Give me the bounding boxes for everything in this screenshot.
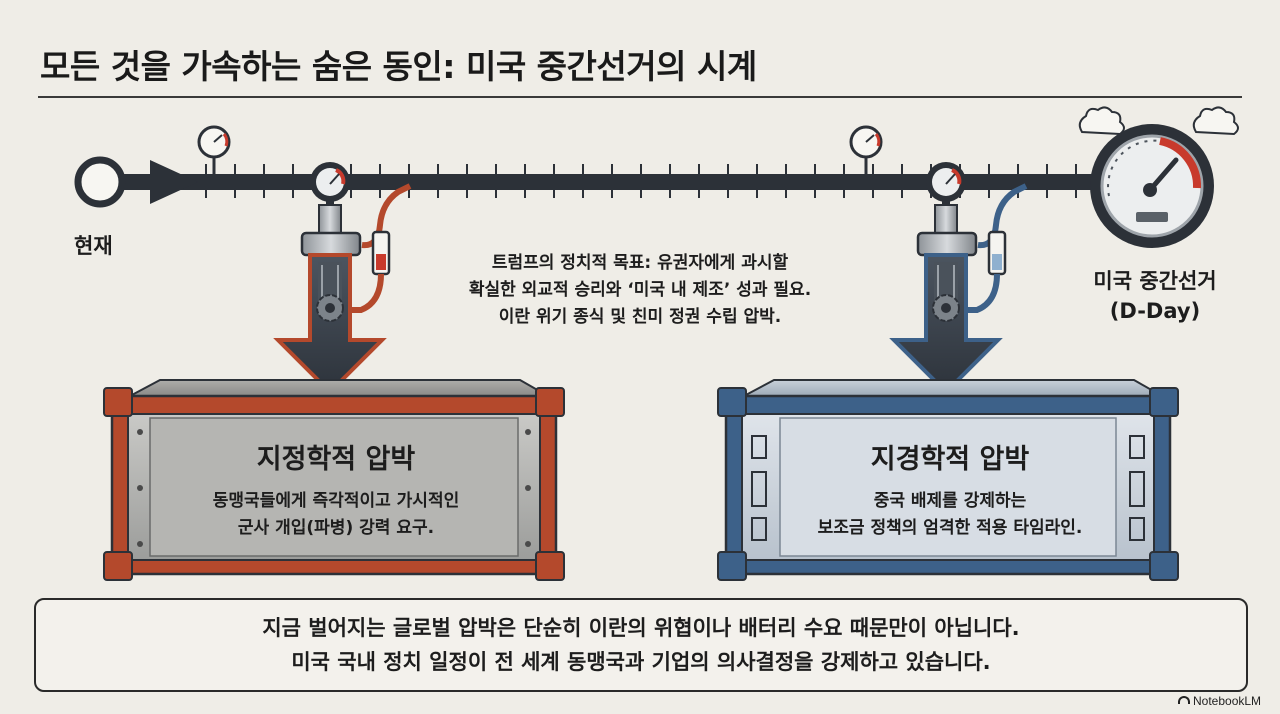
center-note-line1: 트럼프의 정치적 목표: 유권자에게 과시할 <box>491 253 789 273</box>
title-divider <box>38 96 1242 98</box>
timeline-ticks <box>205 164 1077 198</box>
summary-line1: 지금 벌어지는 글로벌 압박은 단순히 이란의 위협이나 배터리 수요 때문만이… <box>262 616 1020 640</box>
page-title: 모든 것을 가속하는 숨은 동인: 미국 중간선거의 시계 <box>40 47 757 86</box>
right-box-line1: 중국 배제를 강제하는 <box>873 491 1027 511</box>
dday-label-line2: (D-Day) <box>1109 299 1201 323</box>
center-note-line2: 확실한 외교적 승리와 ‘미국 내 제조’ 성과 필요. <box>468 280 812 300</box>
right-pressure-box <box>717 379 1179 581</box>
right-valve-icon <box>889 162 1028 395</box>
timeline-arrowhead <box>150 160 198 204</box>
right-box-text: 지경학적 압박 중국 배제를 강제하는 보조금 정책의 엄격한 적용 타임라인. <box>772 437 1128 542</box>
left-box-text: 지정학적 압박 동맹국들에게 즉각적이고 가시적인 군사 개입(파병) 강력 요… <box>158 437 514 542</box>
center-note: 트럼프의 정치적 목표: 유권자에게 과시할 확실한 외교적 승리와 ‘미국 내… <box>400 250 880 331</box>
left-pressure-box <box>103 379 565 581</box>
brand-watermark: NotebookLM <box>1178 694 1261 708</box>
small-gauge-icon <box>197 125 231 178</box>
notebooklm-logo-icon <box>1178 696 1190 704</box>
dday-gauge-icon <box>1078 106 1239 248</box>
timeline-start-label: 현재 <box>74 234 113 258</box>
timeline-bar <box>74 156 1098 208</box>
small-gauge-icon <box>849 125 883 178</box>
dday-label-line1: 미국 중간선거 <box>1093 269 1217 293</box>
timeline-end-label: 미국 중간선거 (D-Day) <box>1060 266 1250 326</box>
center-note-line3: 이란 위기 종식 및 친미 정권 수립 압박. <box>498 307 782 327</box>
left-valve-icon <box>273 162 412 395</box>
left-box-title: 지정학적 압박 <box>256 444 416 475</box>
right-box-description: 중국 배제를 강제하는 보조금 정책의 엄격한 적용 타임라인. <box>772 488 1128 542</box>
brand-name: NotebookLM <box>1193 694 1262 708</box>
right-box-title: 지경학적 압박 <box>870 444 1030 475</box>
summary-box: 지금 벌어지는 글로벌 압박은 단순히 이란의 위협이나 배터리 수요 때문만이… <box>34 598 1248 692</box>
left-box-description: 동맹국들에게 즉각적이고 가시적인 군사 개입(파병) 강력 요구. <box>158 488 514 542</box>
summary-line2: 미국 국내 정치 일정이 전 세계 동맹국과 기업의 의사결정을 강제하고 있습… <box>291 650 991 674</box>
right-box-line2: 보조금 정책의 엄격한 적용 타임라인. <box>817 518 1083 538</box>
left-box-line2: 군사 개입(파병) 강력 요구. <box>237 518 435 538</box>
left-box-line1: 동맹국들에게 즉각적이고 가시적인 <box>212 491 460 511</box>
start-circle <box>74 156 126 208</box>
